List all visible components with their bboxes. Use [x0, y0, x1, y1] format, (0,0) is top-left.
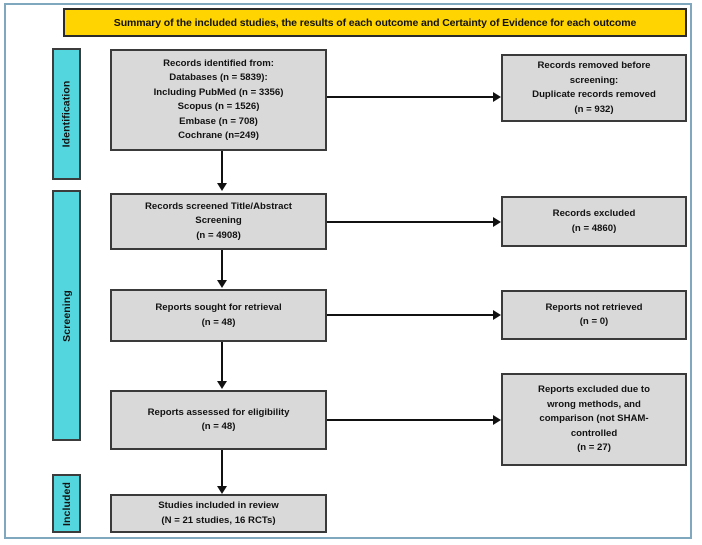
- connector-identified-to-screened: [221, 151, 223, 185]
- connector-screened-to-sought: [221, 250, 223, 282]
- box-records-screened: Records screened Title/Abstract Screenin…: [110, 193, 327, 250]
- box-studies-included-in-review: Studies included in review (N = 21 studi…: [110, 494, 327, 533]
- phase-tab-identification-label: Identification: [60, 80, 73, 148]
- arrowhead-identified-to-removed: [493, 92, 501, 102]
- arrowhead-sought-to-assessed: [217, 381, 227, 389]
- arrowhead-screened-to-sought: [217, 280, 227, 288]
- phase-tab-screening-label: Screening: [60, 289, 73, 342]
- connector-assessed-to-included: [221, 450, 223, 488]
- box-records-identified: Records identified from: Databases (n = …: [110, 49, 327, 151]
- box-records-excluded: Records excluded (n = 4860): [501, 196, 687, 247]
- connector-identified-to-removed: [327, 96, 493, 98]
- arrowhead-sought-to-not-retrieved: [493, 310, 501, 320]
- connector-sought-to-not-retrieved: [327, 314, 493, 316]
- box-reports-sought-for-retrieval: Reports sought for retrieval (n = 48): [110, 289, 327, 342]
- phase-tab-identification: Identification: [52, 48, 81, 180]
- phase-tab-included: Included: [52, 474, 81, 533]
- connector-sought-to-assessed: [221, 342, 223, 383]
- summary-banner: Summary of the included studies, the res…: [63, 8, 687, 37]
- summary-banner-text: Summary of the included studies, the res…: [113, 16, 637, 29]
- arrowhead-assessed-to-included: [217, 486, 227, 494]
- phase-tab-included-label: Included: [60, 481, 73, 526]
- connector-screened-to-excluded: [327, 221, 493, 223]
- box-reports-not-retrieved: Reports not retrieved (n = 0): [501, 290, 687, 340]
- phase-tab-screening: Screening: [52, 190, 81, 441]
- box-reports-excluded-reasons: Reports excluded due to wrong methods, a…: [501, 373, 687, 466]
- arrowhead-assessed-to-excluded: [493, 415, 501, 425]
- box-reports-assessed-for-eligibility: Reports assessed for eligibility (n = 48…: [110, 390, 327, 450]
- connector-assessed-to-excluded: [327, 419, 493, 421]
- box-records-removed-before-screening: Records removed before screening: Duplic…: [501, 54, 687, 122]
- arrowhead-identified-to-screened: [217, 183, 227, 191]
- arrowhead-screened-to-excluded: [493, 217, 501, 227]
